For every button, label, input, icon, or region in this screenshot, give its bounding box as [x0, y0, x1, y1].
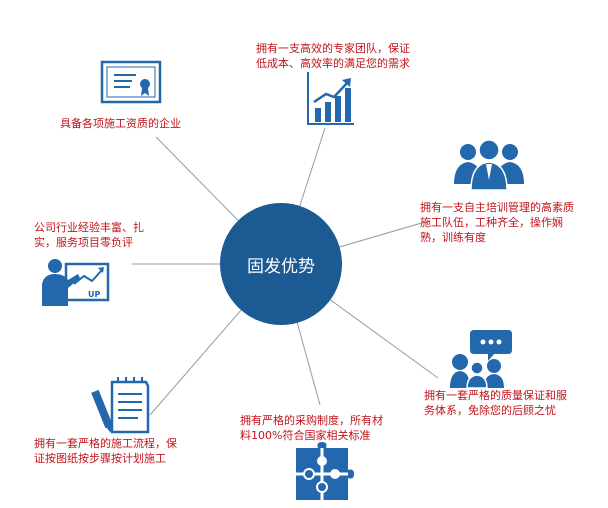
node-construction-process: 拥有一套严格的施工流程，保 证按图纸按步骤按计划施工 — [34, 436, 177, 466]
node-text-line: 拥有一套严格的施工流程，保 — [34, 437, 177, 450]
growth-chart-icon — [307, 72, 354, 125]
center-hub — [220, 203, 342, 325]
documents-pen-icon — [91, 377, 150, 434]
node-text-line: 实，服务项目零负评 — [34, 236, 133, 249]
node-text-line: 拥有一支自主培训管理的高素质 — [420, 201, 574, 214]
certificate-icon — [100, 60, 162, 104]
puzzle-icon — [296, 442, 354, 500]
node-text-line: 料100%符合国家相关标准 — [240, 429, 371, 442]
node-text-line: 证按图纸按步骤按计划施工 — [34, 452, 166, 465]
node-text-line: 低成本、高效率的满足您的需求 — [256, 57, 410, 70]
node-quality-service: 拥有一套严格的质量保证和服 务体系，免除您的后顾之忧 — [424, 388, 567, 418]
node-expert-team: 拥有一支高效的专家团队，保证 低成本、高效率的满足您的需求 — [256, 41, 410, 71]
node-text-line: 熟，训练有度 — [420, 231, 486, 244]
node-text-line: 拥有一套严格的质量保证和服 — [424, 389, 567, 402]
svg-text:UP: UP — [88, 290, 100, 299]
node-qualification: 具备各项施工资质的企业 — [60, 116, 181, 131]
node-text-line: 拥有一支高效的专家团队，保证 — [256, 42, 410, 55]
support-chat-icon — [450, 330, 512, 389]
node-text-line: 拥有严格的采购制度，所有材 — [240, 414, 383, 427]
node-text-line: 务体系，免除您的后顾之忧 — [424, 404, 556, 417]
node-text-line: 具备各项施工资质的企业 — [60, 117, 181, 130]
center-title: 固发优势 — [247, 256, 315, 277]
node-workforce: 拥有一支自主培训管理的高素质 施工队伍，工种齐全，操作娴 熟，训练有度 — [420, 200, 574, 245]
node-experience: 公司行业经验丰富、扎 实，服务项目零负评 — [34, 220, 144, 250]
team-icon — [454, 139, 524, 191]
node-procurement: 拥有严格的采购制度，所有材 料100%符合国家相关标准 — [240, 413, 383, 443]
node-text-line: 施工队伍，工种齐全，操作娴 — [420, 216, 563, 229]
presentation-up-icon: UP — [42, 259, 110, 306]
node-text-line: 公司行业经验丰富、扎 — [34, 221, 144, 234]
